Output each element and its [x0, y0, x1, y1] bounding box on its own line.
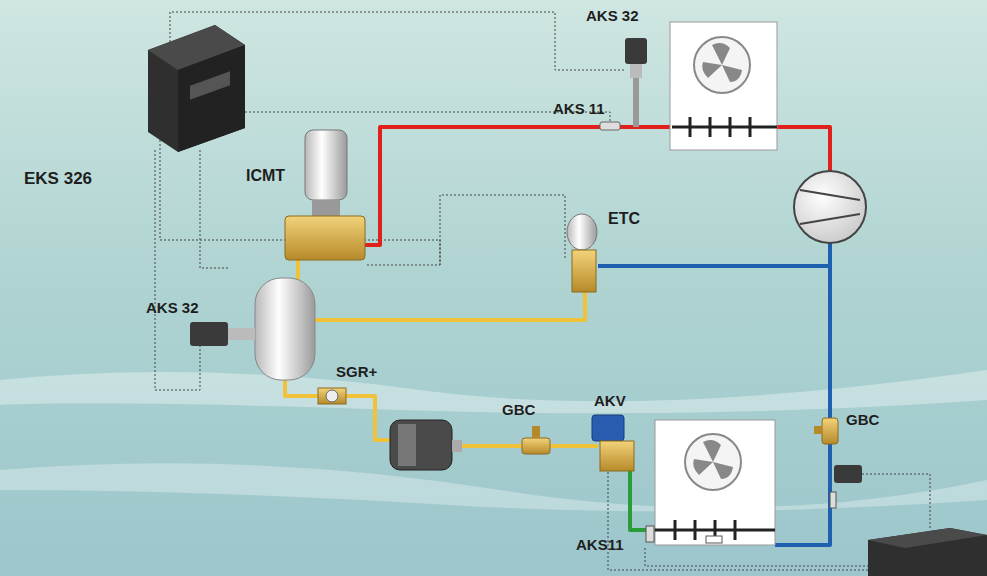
controller — [868, 528, 987, 576]
evaporator — [646, 420, 775, 545]
part-label: AKS11 — [576, 537, 624, 554]
part-label: SGR+ — [336, 364, 377, 381]
part-label: ICMT — [246, 167, 285, 185]
part-label: EKS 326 — [24, 170, 92, 189]
part-label: GBC — [846, 412, 879, 429]
part-label: AKS 32 — [146, 300, 199, 317]
sight-glass — [318, 388, 346, 404]
part-label: AKS 11 — [553, 101, 605, 118]
solenoid-valve-akv — [592, 415, 634, 471]
background-streak — [0, 463, 987, 511]
temperature-sensor — [600, 122, 620, 130]
pressure-transmitter — [830, 465, 862, 508]
filter-drier — [390, 420, 462, 470]
part-label: AKS 32 — [586, 8, 639, 25]
background-streak — [0, 370, 987, 413]
expansion-valve-etc — [567, 214, 597, 292]
controller-eks326 — [148, 25, 245, 152]
receiver — [190, 278, 315, 380]
pipe — [285, 127, 830, 545]
control-wire — [155, 12, 930, 570]
part-label: GBC — [502, 402, 535, 419]
ball-valve — [814, 418, 838, 444]
condenser — [670, 22, 777, 150]
pressure-transmitter — [625, 38, 647, 127]
ball-valve — [522, 426, 550, 454]
pressure-transmitter — [190, 322, 228, 346]
part-label: AKV — [594, 393, 626, 410]
compressor — [794, 171, 866, 243]
motor-valve-icmt — [285, 130, 365, 260]
part-label: ETC — [608, 210, 640, 228]
